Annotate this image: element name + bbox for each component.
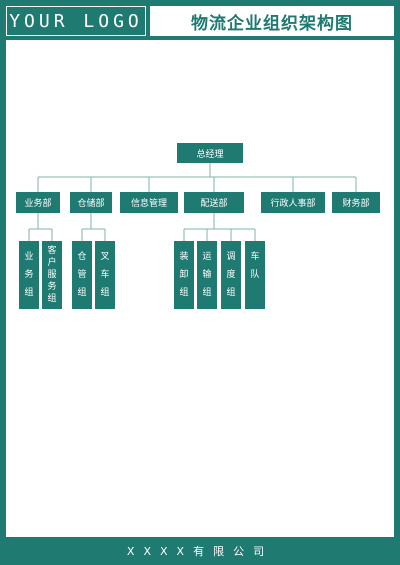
node-group: 叉车组: [95, 241, 115, 309]
header-bar: YOUR LOGO 物流企业组织架构图: [0, 0, 400, 40]
group-label: 运输组: [202, 251, 211, 298]
node-department: 配送部: [184, 192, 244, 213]
node-group: 装卸组: [174, 241, 194, 309]
group-label: 装卸组: [179, 250, 188, 298]
department-label: 行政人事部: [270, 197, 315, 209]
node-department: 业务部: [16, 192, 60, 213]
department-label: 业务部: [24, 197, 51, 209]
node-group: 客户服务组: [42, 241, 62, 309]
group-label: 车队: [250, 250, 259, 280]
node-department: 仓储部: [70, 192, 112, 213]
node-department: 信息管理: [120, 192, 178, 213]
node-group: 运输组: [197, 241, 217, 309]
node-group: 车队: [245, 241, 265, 309]
org-chart-area: 总经理业务部 仓储部 信息管理 配送部 行政人事部 财务部业务组 客户服务组 仓管组 叉车组 装卸…: [6, 40, 394, 537]
department-label: 信息管理: [131, 197, 167, 209]
department-label: 仓储部: [77, 197, 104, 209]
page-title: 物流企业组织架构图: [150, 6, 394, 36]
footer-company: XXXX有限公司: [0, 537, 400, 565]
department-label: 财务部: [342, 197, 369, 209]
group-label: 业务组: [24, 251, 33, 298]
node-label: 总经理: [196, 148, 223, 160]
node-group: 仓管组: [72, 241, 92, 309]
logo: YOUR LOGO: [6, 6, 146, 36]
group-label: 调度组: [226, 251, 235, 298]
node-group: 业务组: [19, 241, 39, 309]
group-label: 叉车组: [100, 251, 109, 298]
node-root: 总经理: [177, 143, 243, 163]
node-department: 财务部: [332, 192, 380, 213]
group-label: 客户服务组: [47, 244, 56, 304]
node-department: 行政人事部: [261, 192, 325, 213]
node-group: 调度组: [221, 241, 241, 309]
group-label: 仓管组: [77, 250, 86, 298]
department-label: 配送部: [200, 197, 227, 209]
